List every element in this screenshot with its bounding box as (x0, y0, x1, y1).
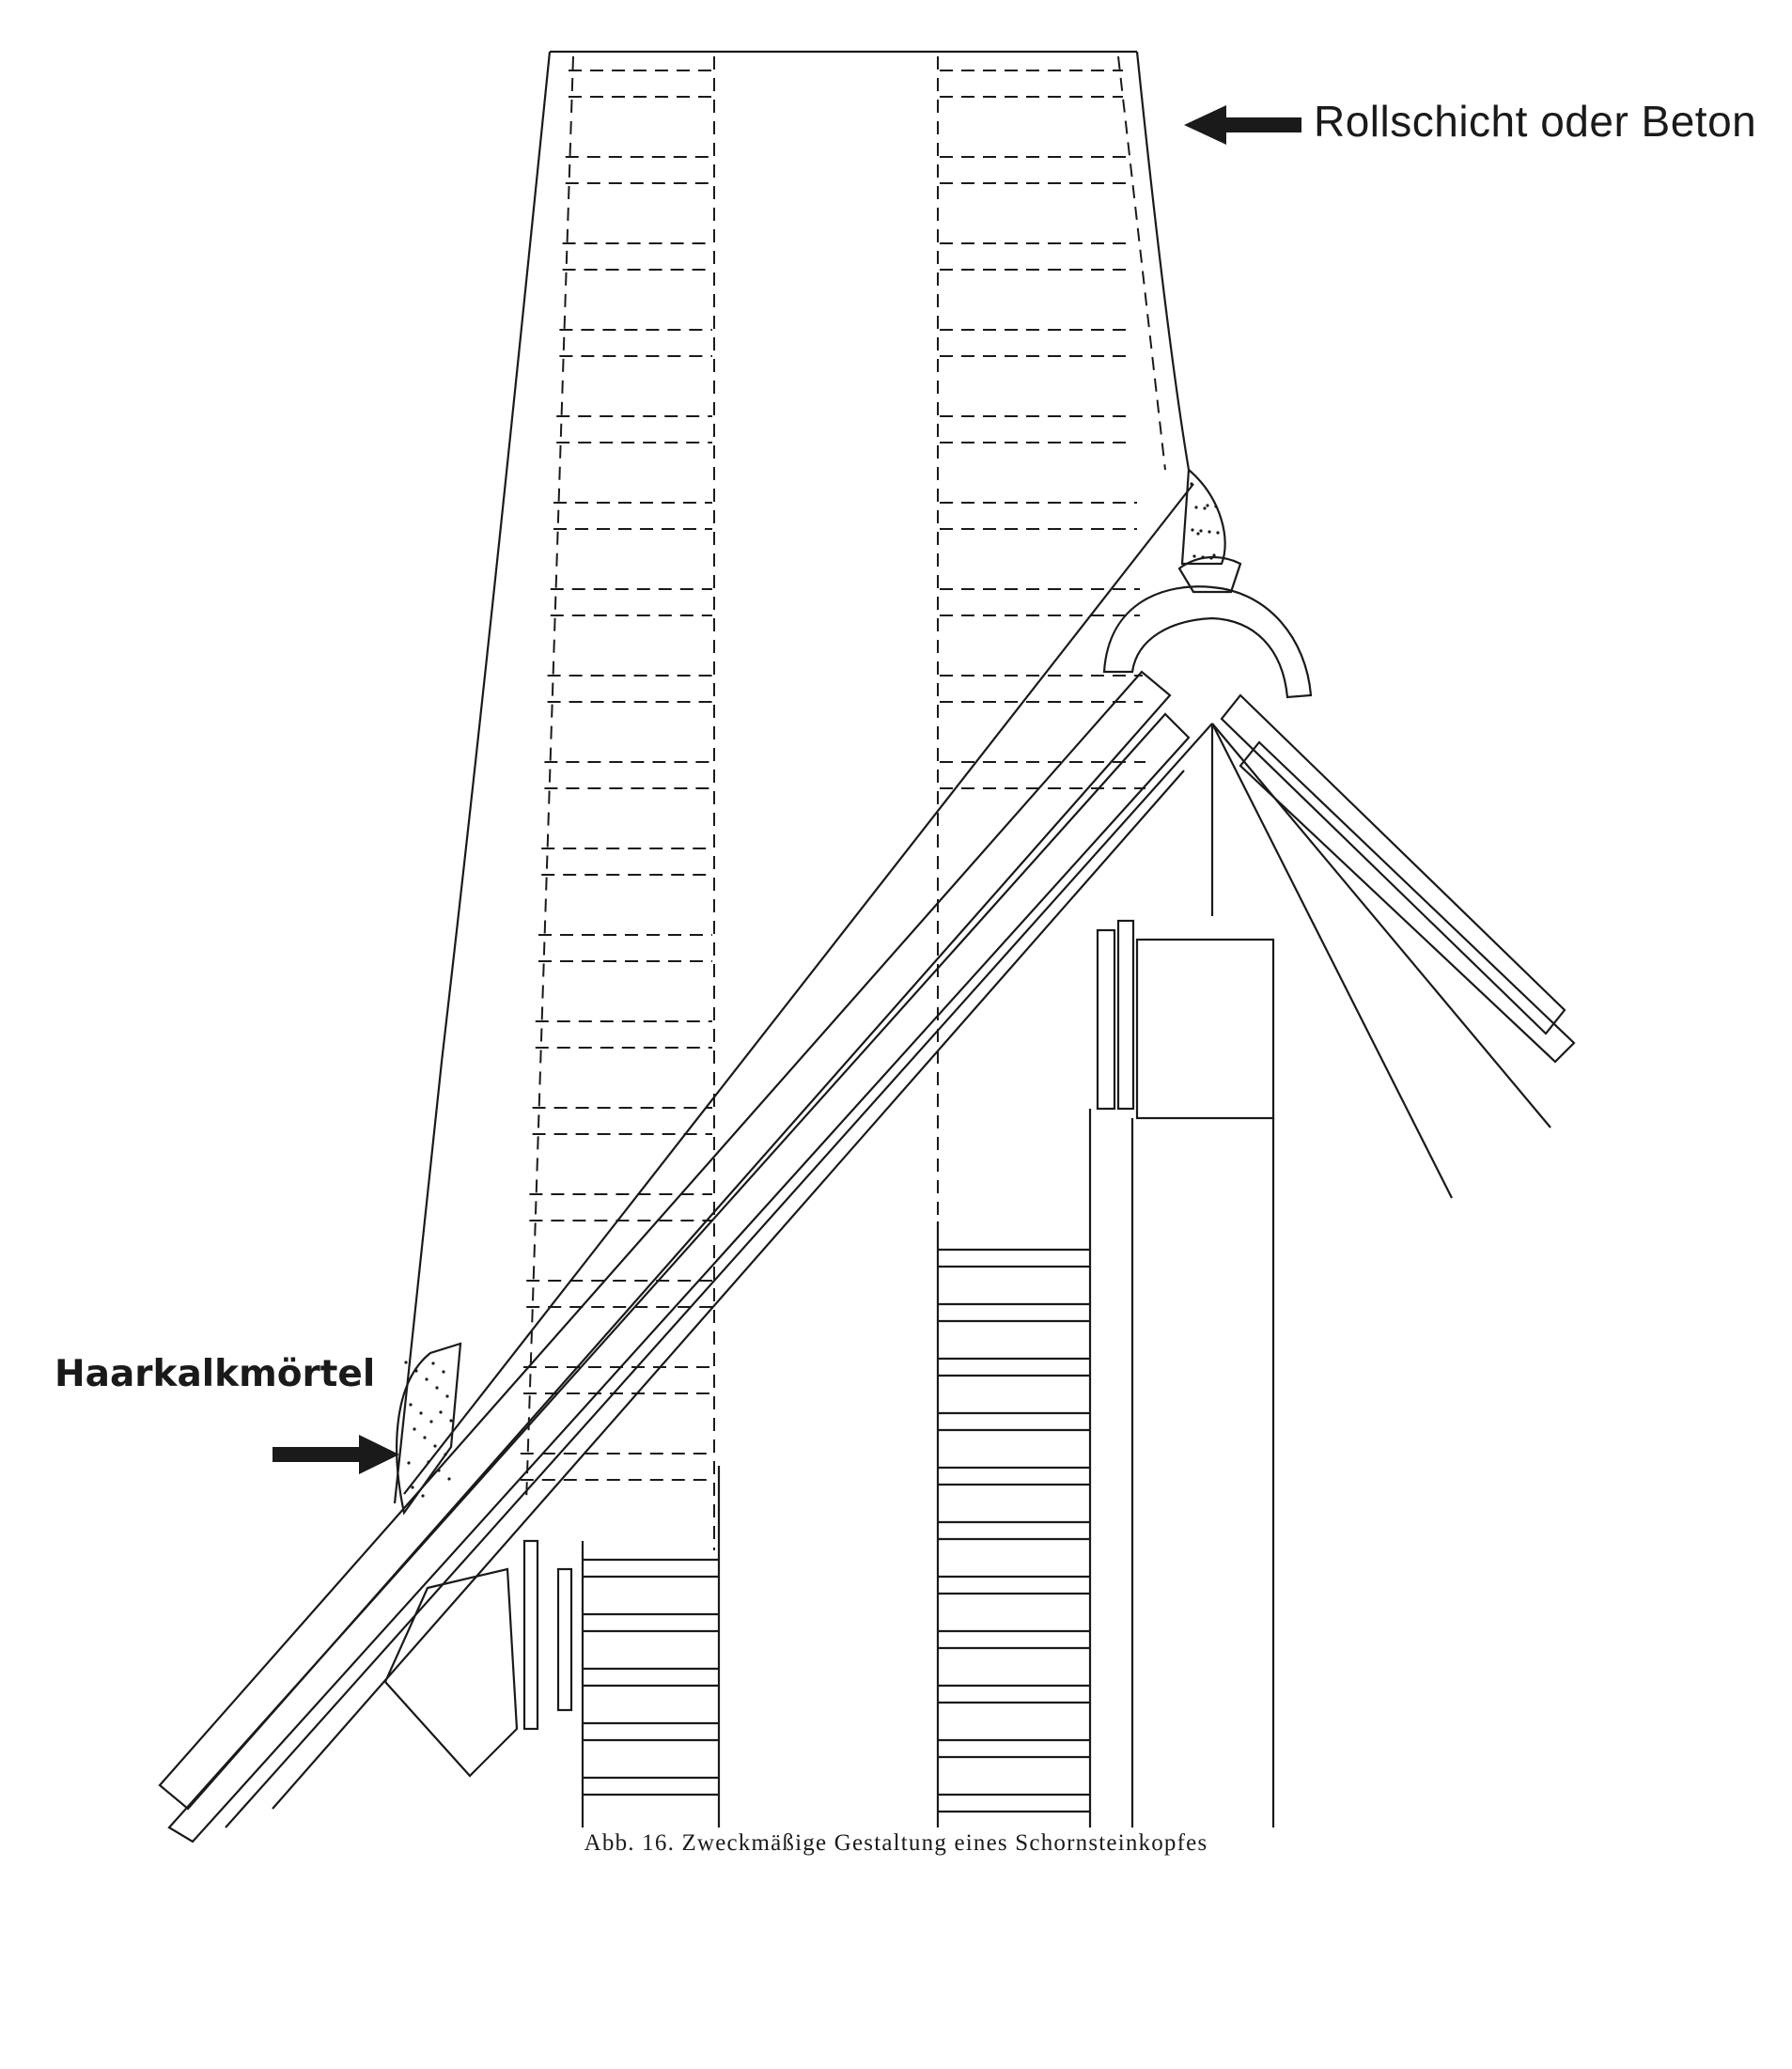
mortar-dot (1196, 532, 1200, 536)
mortar-dot (431, 1361, 435, 1365)
mortar-fillet-left (396, 1342, 462, 1516)
mortar-dot (447, 1477, 451, 1481)
mortar-dot (1199, 529, 1203, 533)
brick-courses-right (940, 70, 1145, 789)
mortar-dot (1209, 556, 1213, 560)
flue-walls (525, 55, 1166, 1550)
mortar-dot (414, 1369, 418, 1373)
mortar-dot (1192, 554, 1196, 558)
mortar-dot (1191, 528, 1194, 532)
mortar-dot (1212, 553, 1216, 557)
mortar-dot (1206, 504, 1209, 507)
mortar-dot (413, 1427, 416, 1431)
mortar-dot (437, 1469, 441, 1472)
mortar-dot (445, 1394, 449, 1398)
brickwork-right-lower (936, 1109, 1092, 1828)
mortar-dot (404, 1361, 408, 1364)
mortar-dot (435, 1386, 439, 1390)
mortar-dot (1216, 531, 1220, 535)
mortar-dot (411, 1486, 414, 1489)
chimney-outer-wall (393, 50, 1191, 1504)
mortar-dot (425, 1377, 429, 1381)
roof-tiles-left (158, 483, 1213, 1843)
mortar-dot (1201, 555, 1205, 559)
mortar-dot (419, 1411, 423, 1415)
ridge-beam (1096, 723, 1275, 1828)
mortar-dot (1190, 482, 1193, 486)
mortar-dot (1194, 506, 1198, 509)
label-haarkalkmoertel: Haarkalkmörtel (55, 1353, 376, 1395)
mortar-fillet-top (1180, 467, 1226, 566)
arrow-left-pointing-right (273, 1435, 399, 1474)
mortar-dot (409, 1403, 413, 1407)
label-rollschicht: Rollschicht oder Beton (1314, 97, 1757, 146)
mortar-dot (1214, 505, 1218, 508)
brickwork-left-lower (581, 1466, 721, 1828)
mortar-dot (423, 1436, 427, 1439)
roof-tiles-right (1211, 693, 1576, 1199)
purlin-left (383, 1539, 573, 1778)
mortar-dot (433, 1444, 437, 1448)
brick-courses-left (520, 70, 712, 1481)
mortar-dot (407, 1461, 411, 1465)
mortar-dot (1208, 530, 1211, 534)
mortar-dot (439, 1410, 443, 1414)
mortar-dot (421, 1494, 425, 1498)
mortar-dot (429, 1420, 433, 1423)
arrow-right-pointing-left (1184, 105, 1301, 145)
figure-caption: Abb. 16. Zweckmäßige Gestaltung eines Sc… (584, 1830, 1208, 1856)
mortar-dot (442, 1370, 445, 1374)
mortar-dot (444, 1453, 447, 1456)
mortar-dot (1203, 506, 1207, 510)
mortar-dot (427, 1460, 430, 1464)
mortar-dot (449, 1419, 453, 1423)
